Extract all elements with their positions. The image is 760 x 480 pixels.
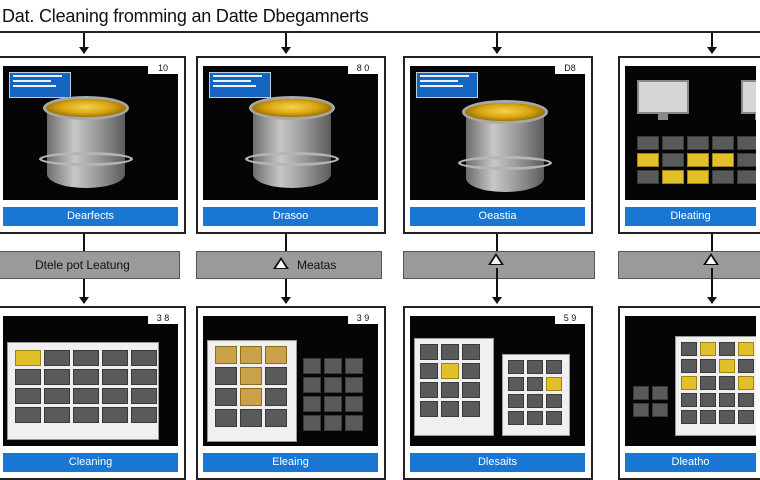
top-panel-4: Dleating [618, 56, 760, 234]
panel-label: Oeastia [410, 207, 585, 226]
top-panel-1: 10 Dearfects [0, 56, 186, 234]
panel-number: 8 0 [348, 62, 378, 74]
up-arrow-icon [703, 253, 719, 265]
connector-line [711, 234, 713, 251]
panel-label: Eleaing [203, 453, 378, 472]
stage-band-2: Meatas [196, 251, 382, 279]
arrow-down-6 [281, 279, 291, 304]
arrow-down-7 [492, 268, 502, 304]
panel-screen [410, 66, 585, 200]
connector-line [285, 234, 287, 251]
panel-number: 3 9 [348, 312, 378, 324]
arrow-down-4 [707, 33, 717, 54]
block-grid [215, 346, 287, 427]
up-arrow-icon [488, 253, 504, 265]
panel-number: 3 8 [148, 312, 178, 324]
panel-screen [3, 316, 178, 446]
bottom-panel-3: 5 9 Dlesaits [403, 306, 593, 480]
arrow-down-5 [79, 279, 89, 304]
block-grid [637, 136, 756, 184]
stage-band-1: Dtele pot Leatung [0, 251, 180, 279]
bottom-panel-4: Dleatho [618, 306, 760, 480]
panel-label: Dleatho [625, 453, 756, 472]
block-grid [420, 344, 480, 417]
block-grid [633, 386, 668, 417]
panel-number: 5 9 [555, 312, 585, 324]
up-arrow-icon [273, 257, 289, 269]
monitor-icon [741, 80, 756, 120]
title-divider [0, 31, 760, 33]
panel-screen [203, 66, 378, 200]
panel-label: Dleating [625, 207, 756, 226]
arrow-down-8 [707, 268, 717, 304]
band-label: Dtele pot Leatung [35, 258, 130, 272]
arrow-down-1 [79, 33, 89, 54]
panel-label: Dlesaits [410, 453, 585, 472]
panel-screen [625, 66, 756, 200]
block-grid [303, 358, 363, 431]
bottom-panel-2: 3 9 Eleaing [196, 306, 386, 480]
callout-box [416, 72, 478, 98]
stage-band-4 [618, 251, 760, 279]
panel-screen [625, 316, 756, 446]
block-grid [15, 350, 157, 423]
block-grid [508, 360, 562, 425]
band-label: Meatas [297, 258, 337, 272]
panel-label: Dearfects [3, 207, 178, 226]
panel-screen [3, 66, 178, 200]
bottom-panel-1: 3 8 Cleaning [0, 306, 186, 480]
panel-label: Cleaning [3, 453, 178, 472]
connector-line [83, 234, 85, 251]
top-panel-3: D8 Oeastia [403, 56, 593, 234]
callout-box [209, 72, 271, 98]
diagram-title: Dat. Cleaning fromming an Datte Dbegamne… [2, 6, 369, 26]
arrow-down-2 [281, 33, 291, 54]
monitor-icon [637, 80, 689, 120]
panel-screen [203, 316, 378, 446]
panel-screen [410, 316, 585, 446]
top-panel-2: 8 0 Drasoo [196, 56, 386, 234]
panel-number: D8 [555, 62, 585, 74]
connector-line [496, 234, 498, 251]
arrow-down-3 [492, 33, 502, 54]
block-grid [681, 342, 754, 424]
callout-box [9, 72, 71, 98]
panel-label: Drasoo [203, 207, 378, 226]
panel-number: 10 [148, 62, 178, 74]
